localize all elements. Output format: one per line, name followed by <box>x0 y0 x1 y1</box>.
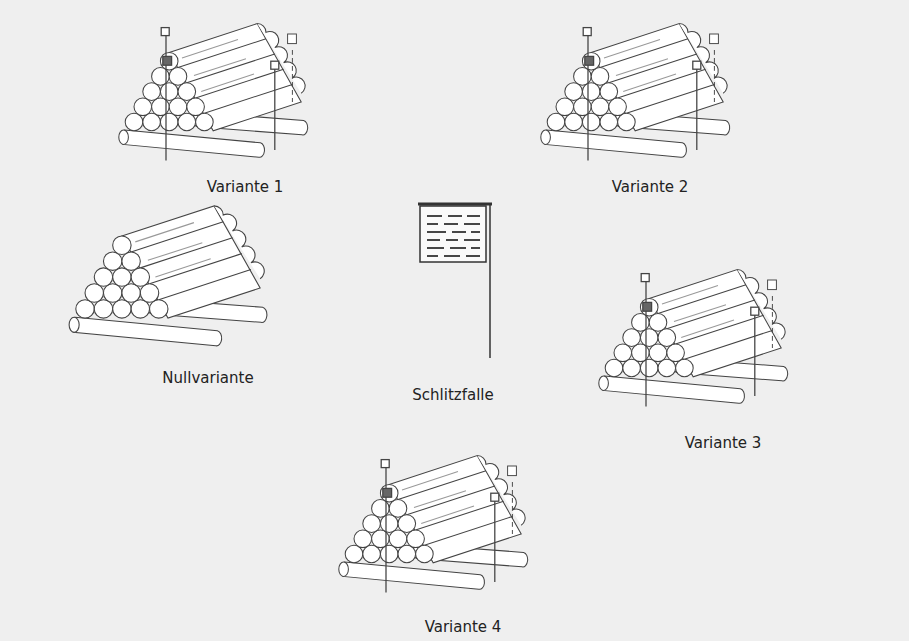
variant-label: Schlitzfalle <box>412 386 493 404</box>
variant-label: Variante 1 <box>207 178 284 196</box>
variant-label: Variante 2 <box>612 178 689 196</box>
variant-label: Nullvariante <box>162 369 253 387</box>
variant-label: Variante 3 <box>685 434 762 452</box>
variant-label: Variante 4 <box>425 618 502 636</box>
